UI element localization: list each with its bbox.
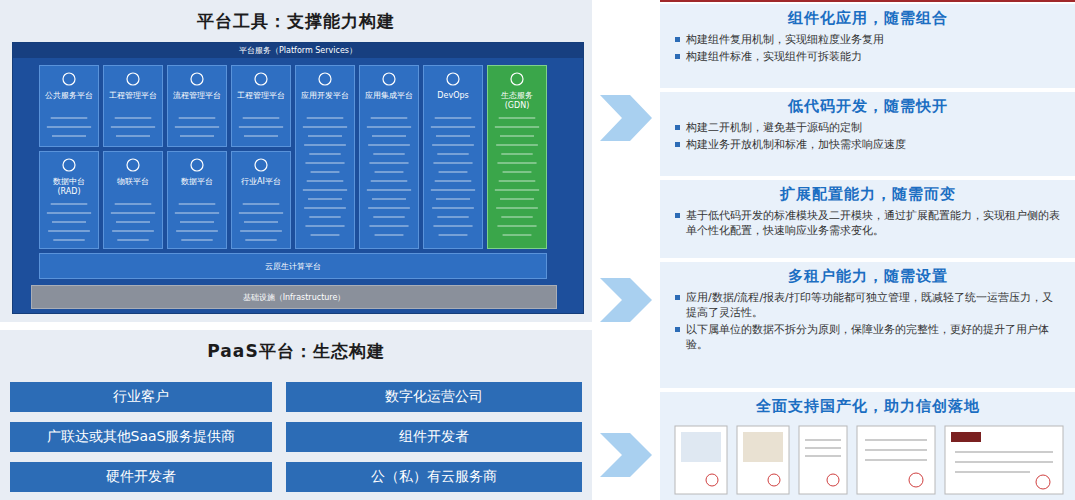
flow-arrows — [600, 95, 652, 477]
box-label: 平台服务（Platform Services） — [13, 43, 583, 58]
platform-tile: 公共服务平台 — [39, 65, 99, 147]
bullet-mark — [675, 327, 680, 332]
tile-icon — [104, 66, 162, 146]
bullet-item: 基于低代码开发的标准模块及二开模块，通过扩展配置能力，实现租户侧的表单个性化配置… — [674, 208, 1061, 238]
platform-tile: 生态服务 (GDN) — [487, 65, 547, 249]
ecosystem-box: 数字化运营公司 — [286, 382, 582, 412]
bullet-text: 基于低代码开发的标准模块及二开模块，通过扩展配置能力，实现租户侧的表单个性化配置… — [686, 208, 1061, 238]
bullet-item: 构建组件标准，实现组件可拆装能力 — [674, 49, 1061, 64]
box-label: 组件开发者 — [399, 428, 469, 446]
box-label: 应用开发平台 — [296, 66, 354, 101]
platform-tile: 工程管理平台 — [103, 65, 163, 147]
feature-section: 多租户能力，随需设置应用/数据/流程/报表/打印等功能都可独立管理，既减轻了统一… — [660, 262, 1075, 388]
platform-tile: 工程管理平台 — [231, 65, 291, 147]
bullet-text: 构建业务开放机制和标准，加快需求响应速度 — [686, 137, 1061, 152]
ecosystem-box: 组件开发者 — [286, 422, 582, 452]
bullet-text: 构建二开机制，避免基于源码的定制 — [686, 120, 1061, 135]
section-title: 低代码开发，随需快开 — [674, 97, 1061, 116]
section-title: PaaS平台：生态构建 — [0, 330, 592, 363]
platform-tile: 数据中台 (RAD) — [39, 151, 99, 249]
platform-tile: DevOps — [423, 65, 483, 249]
bullet-mark — [675, 213, 680, 218]
platform-screenshot: 平台服务（Platform Services）公共服务平台工程管理平台流程管理平… — [12, 42, 584, 314]
tile-icon — [104, 152, 162, 248]
section-title: 组件化应用，随需组合 — [674, 9, 1061, 28]
bullet-item: 以下属单位的数据不拆分为原则，保障业务的完整性，更好的提升了用户体验。 — [674, 322, 1061, 352]
bullet-text: 应用/数据/流程/报表/打印等功能都可独立管理，既减轻了统一运营压力，又提高了灵… — [686, 290, 1061, 320]
section-title: 多租户能力，随需设置 — [674, 267, 1061, 286]
box-label: 基础设施（Infrastructure） — [243, 292, 346, 303]
bullet-item: 构建二开机制，避免基于源码的定制 — [674, 120, 1061, 135]
bullet-mark — [675, 295, 680, 300]
platform-tile: 物联平台 — [103, 151, 163, 249]
bullet-text: 构建组件标准，实现组件可拆装能力 — [686, 49, 1061, 64]
box-label: 应用集成平台 — [360, 66, 418, 101]
bullet-mark — [675, 125, 680, 130]
ecosystem-box: 广联达或其他SaaS服务提供商 — [10, 422, 272, 452]
bullet-text: 构建组件复用机制，实现细粒度业务复用 — [686, 32, 1061, 47]
box-label: 生态服务 (GDN) — [488, 66, 546, 110]
section-title: 全面支持国产化，助力信创落地 — [674, 397, 1061, 416]
box-label: 云原生计算平台 — [265, 261, 321, 272]
tile-icon — [40, 152, 98, 248]
certificate-images — [675, 426, 1063, 494]
feature-section: 全面支持国产化，助力信创落地 — [660, 392, 1075, 500]
box-label: 硬件开发者 — [106, 468, 176, 486]
box-label: 工程管理平台 — [232, 66, 290, 101]
box-label: 公共服务平台 — [40, 66, 98, 101]
section-title: 扩展配置能力，随需而变 — [674, 185, 1061, 204]
box-label: 流程管理平台 — [168, 66, 226, 101]
platform-tile: 应用集成平台 — [359, 65, 419, 249]
section-title: 平台工具：支撑能力构建 — [0, 0, 592, 33]
box-label: 数据平台 — [168, 152, 226, 187]
platform-tile: 行业AI平台 — [231, 151, 291, 249]
ecosystem-box: 硬件开发者 — [10, 462, 272, 492]
group-panel: PaaS平台：生态构建行业客户 数字化运营公司广联达或其他SaaS服务提供商 组件开… — [0, 330, 592, 500]
box-label: 数字化运营公司 — [385, 388, 483, 406]
box-label: 公（私）有云服务商 — [371, 468, 497, 486]
group-panel: 平台工具：支撑能力构建平台服务（Platform Services） 公共服务平台… — [0, 0, 592, 322]
section-ground — [660, 392, 1075, 500]
tile-icon — [168, 66, 226, 146]
top-rule — [660, 0, 1075, 2]
infrastructure-bar: 基础设施（Infrastructure） — [31, 285, 557, 309]
box-label: 行业客户 — [113, 388, 169, 406]
platform-tile: 应用开发平台 — [295, 65, 355, 249]
tile-icon — [232, 152, 290, 248]
ecosystem-box: 公（私）有云服务商 — [286, 462, 582, 492]
tile-icon — [168, 152, 226, 248]
box-label: 物联平台 — [104, 152, 162, 187]
bullet-item: 应用/数据/流程/报表/打印等功能都可独立管理，既减轻了统一运营压力，又提高了灵… — [674, 290, 1061, 320]
box-label: 数据中台 (RAD) — [40, 152, 98, 196]
bullet-mark — [675, 37, 680, 42]
feature-section: 组件化应用，随需组合构建组件复用机制，实现细粒度业务复用构建组件标准，实现组件可… — [660, 4, 1075, 88]
box-label: 广联达或其他SaaS服务提供商 — [47, 428, 236, 446]
box-label: 行业AI平台 — [232, 152, 290, 187]
platform-band: 云原生计算平台 — [39, 253, 547, 279]
box-label: DevOps — [424, 66, 482, 101]
tile-icon — [232, 66, 290, 146]
bullet-item: 构建业务开放机制和标准，加快需求响应速度 — [674, 137, 1061, 152]
bullet-mark — [675, 142, 680, 147]
ecosystem-box: 行业客户 — [10, 382, 272, 412]
platform-tile: 数据平台 — [167, 151, 227, 249]
feature-section: 低代码开发，随需快开构建二开机制，避免基于源码的定制构建业务开放机制和标准，加快… — [660, 92, 1075, 176]
bullet-item: 构建组件复用机制，实现细粒度业务复用 — [674, 32, 1061, 47]
platform-tile: 流程管理平台 — [167, 65, 227, 147]
tile-icon — [40, 66, 98, 146]
box-label: 工程管理平台 — [104, 66, 162, 101]
bullet-text: 以下属单位的数据不拆分为原则，保障业务的完整性，更好的提升了用户体验。 — [686, 322, 1061, 352]
bullet-mark — [675, 54, 680, 59]
feature-section: 扩展配置能力，随需而变基于低代码开发的标准模块及二开模块，通过扩展配置能力，实现… — [660, 180, 1075, 258]
